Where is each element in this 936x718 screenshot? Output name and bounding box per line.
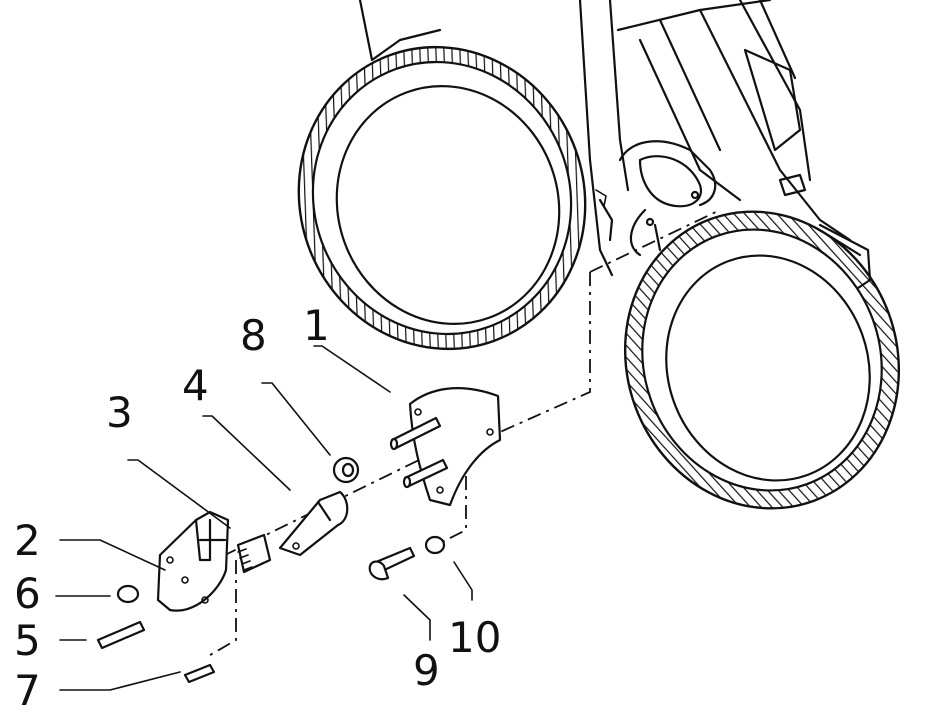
part-8-bushing [332,456,360,484]
part-4-bracket [278,490,349,557]
label-3: 3 [106,388,133,437]
wheel-left [297,45,587,351]
label-9: 9 [413,646,440,695]
part-7-pin [183,663,216,684]
label-4: 4 [182,361,209,410]
label-10: 10 [448,613,501,662]
label-1: 1 [303,301,330,350]
label-5: 5 [14,616,41,665]
part-3-caster-plate [156,510,230,612]
label-2: 2 [14,516,41,565]
part-1-plate [389,387,502,507]
part-9-bolt [368,546,416,581]
label-6: 6 [14,569,41,618]
label-8: 8 [240,311,267,360]
wheel-right [623,210,901,510]
part-10-washer [424,535,446,555]
part-7-coupling [236,533,272,574]
label-7: 7 [14,666,41,715]
leader-lines [55,345,473,691]
part-6-washer [116,584,140,604]
part-5-pin [96,620,146,650]
